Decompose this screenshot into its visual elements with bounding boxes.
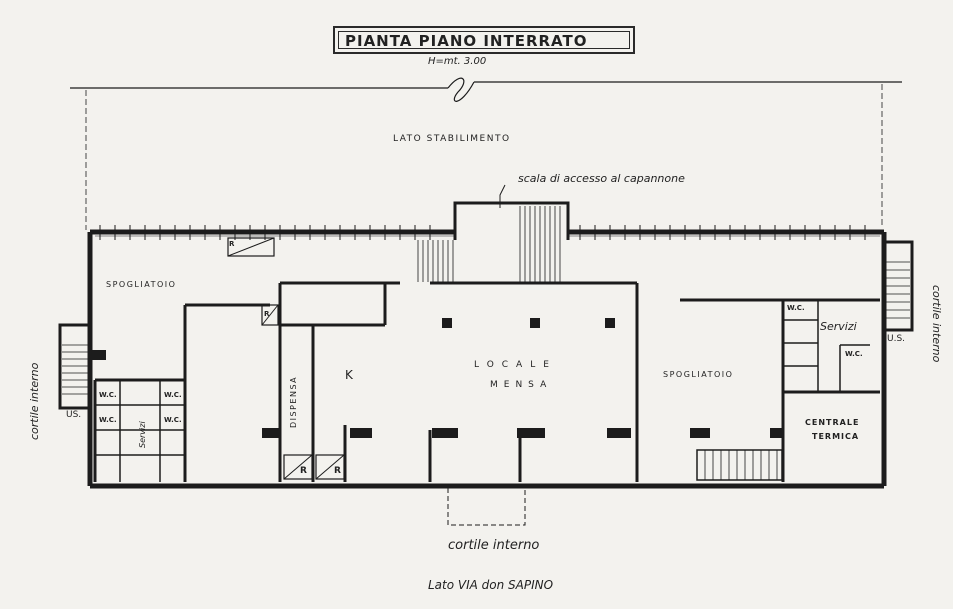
servizi-right-label: Servizi: [820, 320, 857, 333]
right-stair: [884, 240, 914, 332]
left-stair: [58, 323, 90, 410]
lato-via-label: Lato VIA don SAPINO: [428, 578, 554, 592]
us-right-label: U.S.: [887, 334, 906, 344]
interior-walls: [93, 281, 880, 482]
lato-stabilimento-label: LATO STABILIMENTO: [393, 134, 511, 144]
wc-right-1: W.C.: [787, 304, 805, 312]
centrale-label: CENTRALE: [805, 418, 860, 427]
wc-left-1: W.C.: [99, 391, 117, 399]
page-title: PIANTA PIANO INTERRATO: [345, 32, 588, 50]
r-label-4: R: [334, 466, 341, 476]
pillars: [92, 318, 784, 438]
break-symbol: [447, 77, 475, 102]
spogliatoio-right-label: SPOGLIATOIO: [663, 370, 734, 379]
wc-right-2: W.C.: [845, 350, 863, 358]
wc-left-2: W.C.: [164, 391, 182, 399]
cortile-interno-bottom-label: cortile interno: [448, 538, 540, 553]
title-frame: [333, 26, 635, 54]
r-label-3: R: [300, 466, 307, 476]
bottom-right-stair: [696, 449, 783, 481]
cucina-label: K: [345, 368, 353, 382]
spogliatoio-left-label: SPOGLIATOIO: [106, 280, 177, 289]
central-stair: [453, 201, 570, 240]
locale-label: LOCALE: [474, 360, 557, 370]
wc-left-4: W.C.: [164, 416, 182, 424]
termica-label: TERMICA: [812, 432, 860, 441]
scala-leader: [499, 184, 506, 208]
servizi-left-label: Servizi: [138, 421, 147, 448]
us-left-label: US.: [66, 410, 82, 420]
cortile-interno-right-label: cortile interno: [930, 285, 943, 363]
r-label-1: R: [229, 240, 235, 248]
outer-walls: [87, 229, 887, 489]
r-label-2: R: [264, 310, 270, 318]
cortile-interno-left-label: cortile interno: [28, 362, 41, 440]
window-ticks: [95, 225, 880, 240]
dashed-projection: [447, 488, 526, 526]
height-note: H=mt. 3.00: [428, 56, 487, 67]
dispensa-label: DISPENSA: [289, 375, 298, 428]
wc-left-3: W.C.: [99, 416, 117, 424]
scala-accesso-label: scala di accesso al capannone: [518, 172, 685, 185]
mensa-label: MENSA: [490, 380, 553, 390]
